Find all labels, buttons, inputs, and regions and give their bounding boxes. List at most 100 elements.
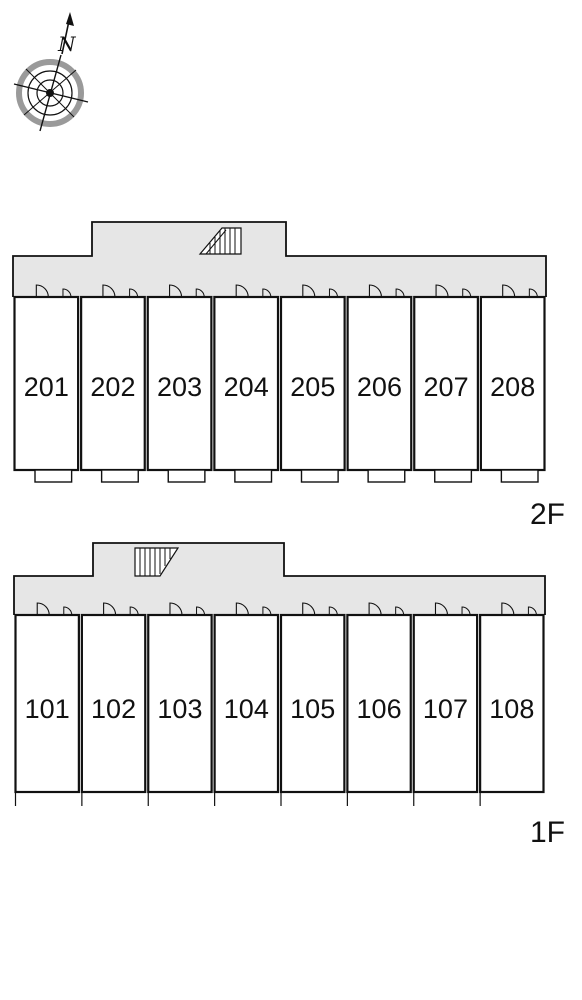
- unit-204: 204: [213, 284, 280, 483]
- north-label: N: [57, 32, 77, 56]
- door-icon: [196, 606, 206, 616]
- door-icon: [328, 288, 338, 298]
- unit-outline: [13, 295, 80, 472]
- corridor-outline-1f: [13, 542, 546, 615]
- unit-label: 102: [91, 694, 136, 724]
- unit-label: 201: [24, 372, 69, 402]
- compass-rose-icon: [13, 54, 89, 132]
- door-icon: [63, 606, 73, 616]
- corridor-outline-2f: [12, 221, 547, 297]
- unit-outline: [147, 613, 213, 794]
- door-icon: [368, 284, 382, 298]
- door-icon: [528, 288, 538, 298]
- unit-outline: [346, 613, 412, 794]
- stairs-icon: [134, 547, 180, 577]
- unit-101: 101: [14, 602, 80, 806]
- unit-outline: [80, 295, 146, 472]
- unit-label: 204: [224, 372, 269, 402]
- door-icon: [302, 284, 316, 298]
- unit-outline: [346, 295, 413, 472]
- unit-label: 107: [423, 694, 468, 724]
- door-icon: [235, 284, 249, 298]
- unit-label: 103: [157, 694, 202, 724]
- unit-label: 101: [25, 694, 70, 724]
- floor-label-2f: 2F: [530, 498, 565, 531]
- unit-106: 106: [346, 602, 412, 806]
- unit-203: 203: [146, 284, 213, 483]
- door-icon: [195, 288, 205, 298]
- door-icon: [103, 602, 117, 616]
- unit-104: 104: [213, 602, 280, 806]
- door-icon: [36, 602, 50, 616]
- floor-label-1f: 1F: [530, 816, 565, 849]
- door-icon: [35, 284, 49, 298]
- unit-label: 202: [90, 372, 135, 402]
- door-icon: [235, 602, 249, 616]
- door-icon: [501, 602, 515, 616]
- unit-label: 106: [357, 694, 402, 724]
- door-icon: [102, 284, 116, 298]
- door-icon: [434, 602, 449, 616]
- door-icon: [262, 606, 272, 616]
- unit-outline: [413, 295, 479, 472]
- unit-202: 202: [80, 284, 146, 483]
- door-icon: [502, 284, 516, 298]
- units-1f: 101 102 103 104 105 106 107 108: [14, 602, 545, 806]
- balcony: [100, 469, 139, 483]
- units-2f: 201 202 203 204 205 206 207 208: [13, 284, 546, 483]
- door-icon: [328, 606, 338, 616]
- door-icon: [527, 606, 537, 616]
- unit-105: 105: [279, 602, 346, 806]
- unit-208: 208: [479, 284, 546, 483]
- unit-102: 102: [80, 602, 147, 806]
- balcony: [300, 469, 339, 483]
- unit-205: 205: [279, 284, 346, 483]
- door-icon: [169, 284, 183, 298]
- unit-label: 108: [489, 694, 534, 724]
- unit-201: 201: [13, 284, 80, 483]
- unit-outline: [213, 295, 280, 472]
- unit-label: 206: [357, 372, 402, 402]
- unit-103: 103: [147, 602, 213, 806]
- unit-outline: [479, 295, 546, 472]
- unit-outline: [213, 613, 280, 794]
- floor-1f: 101 102 103 104 105 106 107 108 1F: [13, 542, 565, 849]
- north-arrow-icon: [61, 12, 74, 55]
- balcony: [434, 469, 473, 483]
- door-icon: [62, 288, 72, 298]
- door-icon: [435, 284, 449, 298]
- unit-outline: [479, 613, 545, 794]
- unit-label: 203: [157, 372, 202, 402]
- unit-207: 207: [413, 284, 479, 483]
- door-icon: [169, 602, 183, 616]
- balcony: [500, 469, 539, 483]
- unit-outline: [412, 613, 479, 794]
- door-icon: [395, 288, 405, 298]
- balcony: [234, 469, 273, 483]
- balcony: [167, 469, 206, 483]
- unit-108: 108: [479, 602, 545, 806]
- unit-label: 205: [290, 372, 335, 402]
- door-icon: [368, 602, 382, 616]
- door-icon: [462, 288, 472, 298]
- door-icon: [129, 606, 139, 616]
- unit-label: 104: [224, 694, 269, 724]
- door-icon: [302, 602, 316, 616]
- balcony: [34, 469, 73, 483]
- unit-206: 206: [346, 284, 413, 483]
- door-icon: [262, 288, 272, 298]
- corridor-2f: [13, 222, 546, 297]
- unit-outline: [14, 613, 80, 794]
- unit-label: 208: [490, 372, 535, 402]
- door-icon: [129, 288, 139, 298]
- door-icon: [461, 606, 471, 616]
- unit-107: 107: [412, 602, 479, 806]
- stairs-icon: [198, 227, 242, 255]
- door-icon: [395, 606, 405, 616]
- unit-outline: [279, 613, 346, 794]
- unit-outline: [80, 613, 147, 794]
- floor-2f: 201 202 203 204 205 206 207 208 2F: [12, 221, 565, 531]
- balcony: [367, 469, 406, 483]
- unit-label: 105: [290, 694, 335, 724]
